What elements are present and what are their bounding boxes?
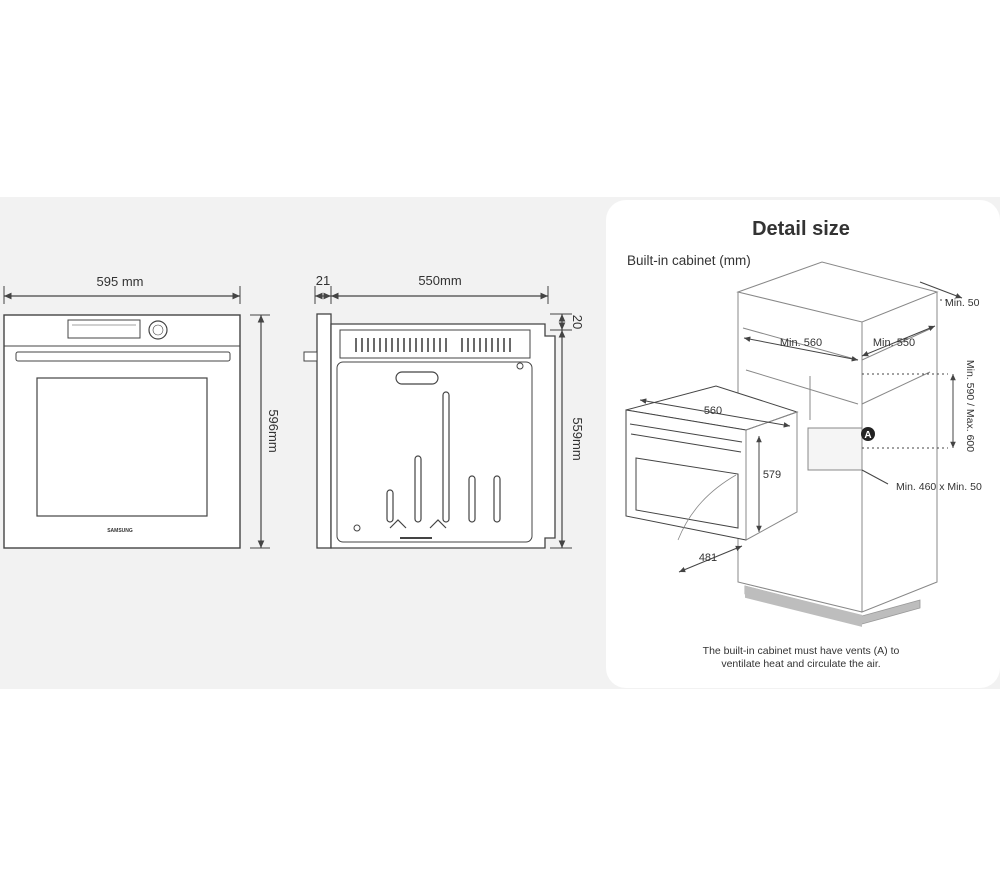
top-gap-label: 20	[570, 315, 585, 329]
built-in-cabinet	[736, 261, 939, 613]
oven-side-door	[316, 313, 332, 549]
oven-width-label: 560	[704, 405, 722, 417]
oven-window	[36, 377, 208, 517]
vent-marker	[861, 427, 875, 441]
brand-logo: SAMSUNG	[107, 528, 133, 534]
control-knob	[148, 320, 168, 340]
vent-opening	[807, 427, 863, 471]
opening-height-label: Min. 590 / Max. 600	[964, 360, 976, 452]
vent-marker-letter: A	[864, 430, 871, 441]
min-width-dimension	[743, 336, 859, 362]
cabinet-note-line1: The built-in cabinet must have vents (A)…	[703, 645, 900, 657]
min-depth-label: Min. 550	[873, 337, 915, 349]
oven-handle	[15, 351, 231, 362]
detail-title: Detail size	[752, 218, 850, 240]
min-depth-dimension	[861, 325, 936, 357]
width-label: 595 mm	[97, 274, 144, 289]
detail-subtitle: Built-in cabinet (mm)	[627, 253, 751, 268]
oven-depth-dimension	[678, 545, 743, 573]
vent-slots	[355, 338, 511, 352]
door-depth-label: 21	[316, 273, 330, 288]
side-view: 21 550mm	[303, 273, 585, 549]
control-display	[67, 319, 141, 339]
top-clearance-label: Min. 50	[945, 297, 980, 309]
top-clearance-dimension	[919, 281, 963, 299]
vent-size-label: Min. 460 x Min. 50	[896, 481, 982, 493]
depth-label: 550mm	[418, 273, 461, 288]
oven-height-label: 579	[763, 469, 781, 481]
height-label: 596mm	[266, 409, 281, 452]
side-height-label: 559mm	[570, 417, 585, 460]
front-view: 595 mm SAMSUNG 596mm	[3, 274, 281, 549]
detail-size-panel: Detail size Built-in cabinet (mm) Min. 5…	[606, 200, 1000, 688]
cabinet-note-line2: ventilate heat and circulate the air.	[721, 658, 880, 670]
min-width-label: Min. 560	[780, 337, 822, 349]
oven-width-dimension	[639, 398, 791, 428]
side-handle	[303, 351, 318, 362]
oven-depth-label: 481	[699, 552, 717, 564]
